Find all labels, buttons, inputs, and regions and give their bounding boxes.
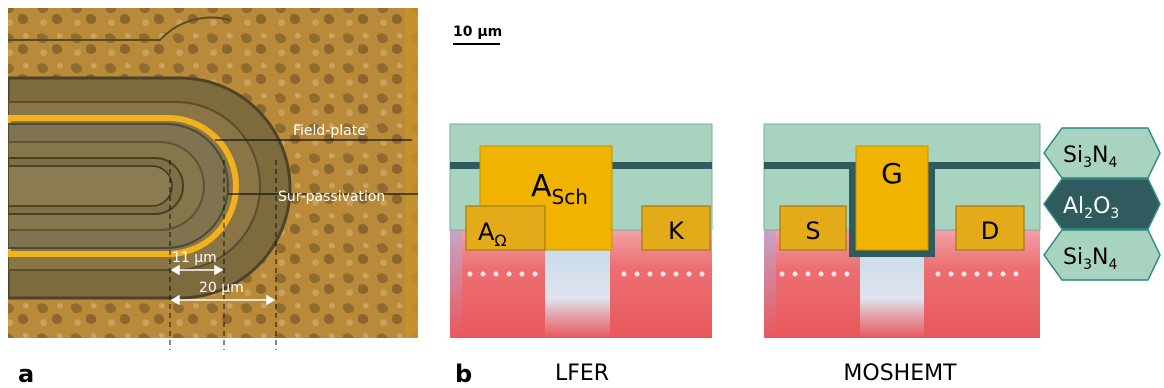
moshemt-gate xyxy=(855,145,929,251)
moshemt-2deg-dots-right xyxy=(935,271,1019,277)
field-plate-label: Field-plate xyxy=(293,123,366,139)
moshemt-drain-label: D xyxy=(981,217,999,245)
moshemt-gate-label: G xyxy=(881,157,903,190)
moshemt-source-label: S xyxy=(805,217,820,245)
legend-al2o3-tag xyxy=(1043,178,1161,230)
panel-b-letter: b xyxy=(455,360,472,388)
legend-si3n4-bottom-label: Si3N4 xyxy=(1063,245,1117,273)
legend-al2o3-label: Al2O3 xyxy=(1063,194,1119,222)
lfer-channel xyxy=(545,250,610,338)
lfer-cathode-label: K xyxy=(668,217,685,245)
sur-passivation-label: Sur-passivation xyxy=(278,189,385,205)
legend-si3n4-bottom-tag xyxy=(1043,229,1161,281)
dimension-11um-label: 11 µm xyxy=(172,250,217,266)
lfer-cross-section xyxy=(449,123,713,338)
scale-bar-label: 10 µm xyxy=(453,24,502,40)
moshemt-2deg-dots-left xyxy=(779,271,850,277)
moshemt-channel xyxy=(860,250,924,338)
panel-a-letter: a xyxy=(18,360,34,388)
legend-si3n4-top-tag xyxy=(1043,127,1161,179)
moshemt-caption: MOSHEMT xyxy=(843,361,957,386)
lfer-schottky-anode-label: ASch xyxy=(531,169,588,209)
dimension-arrows xyxy=(170,264,276,306)
lfer-ohmic-anode-label: AΩ xyxy=(478,218,507,250)
lfer-ohmic-anode xyxy=(465,205,546,251)
moshemt-cross-section xyxy=(763,123,1041,338)
moshemt-source xyxy=(779,205,847,251)
layer-legend xyxy=(1043,127,1161,281)
lfer-cathode xyxy=(641,205,711,251)
dimension-20um-label: 20 µm xyxy=(199,280,244,296)
legend-si3n4-top-label: Si3N4 xyxy=(1063,143,1117,171)
moshemt-drain xyxy=(955,205,1025,251)
lfer-2deg-dots-right xyxy=(621,271,705,277)
lfer-caption: LFER xyxy=(555,361,609,386)
micrograph-photo xyxy=(8,8,418,338)
dimension-guides xyxy=(169,160,277,350)
lfer-2deg-dots-left xyxy=(467,271,538,277)
